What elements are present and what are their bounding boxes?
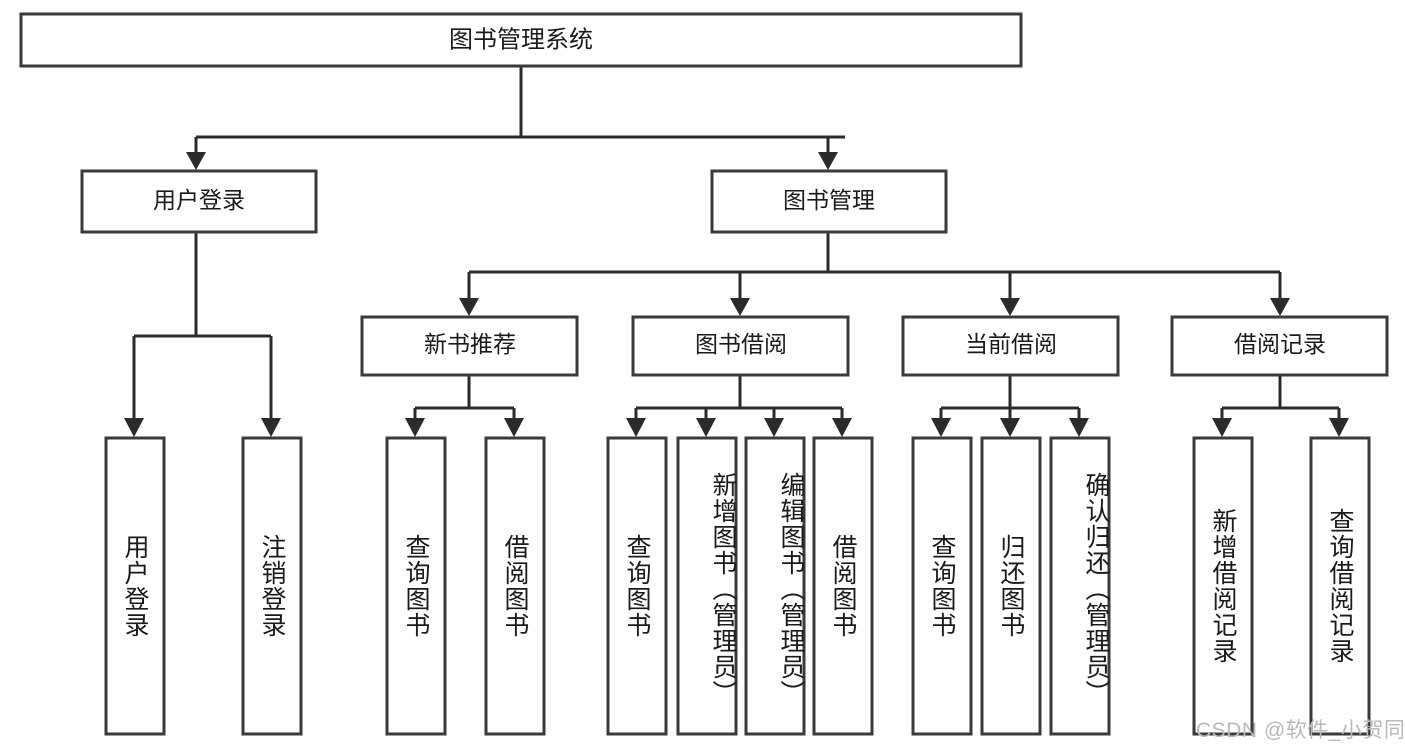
arrowhead-current-borrow	[1000, 298, 1020, 316]
node-new-book-recommend[interactable]: 新书推荐	[360, 315, 579, 377]
arrowhead-leaf-query-book-3	[931, 418, 951, 437]
csdn-watermark: CSDN @软件_小贺同学	[1196, 719, 1405, 742]
arrowhead-leaf-return-book	[1000, 418, 1020, 437]
node-current-borrow-label: 当前借阅	[965, 331, 1057, 357]
node-layer: 图书管理系统 用户登录 图书管理 新书推荐 图书借阅 当前	[19, 12, 1389, 736]
arrowhead-leaf-borrow-book-1	[504, 418, 524, 437]
node-borrow-record-rect[interactable]	[1170, 315, 1389, 377]
node-book-borrow[interactable]: 图书借阅	[631, 315, 850, 377]
arrowhead-leaf-user-login	[124, 418, 144, 437]
node-leaf-confirm-return-rect[interactable]	[1049, 436, 1111, 736]
arrowhead-book-management	[818, 152, 838, 170]
node-borrow-record-label: 借阅记录	[1234, 331, 1326, 357]
node-current-borrow-rect[interactable]	[901, 315, 1120, 377]
arrowhead-book-borrow	[730, 298, 750, 316]
node-user-login-rect[interactable]	[80, 169, 318, 234]
node-book-borrow-label: 图书借阅	[695, 331, 787, 357]
arrowhead-borrow-record	[1270, 298, 1290, 316]
arrowhead-user-login	[186, 152, 206, 170]
node-book-management[interactable]: 图书管理	[710, 169, 948, 234]
node-leaf-return-book-rect[interactable]	[980, 436, 1042, 736]
node-root-rect[interactable]	[19, 12, 1023, 68]
node-root[interactable]: 图书管理系统	[19, 12, 1023, 68]
node-borrow-record[interactable]: 借阅记录	[1170, 315, 1389, 377]
node-leaf-add-record-rect[interactable]	[1192, 436, 1254, 736]
node-user-login[interactable]: 用户登录	[80, 169, 318, 234]
node-user-login-label: 用户登录	[153, 187, 245, 213]
node-current-borrow[interactable]: 当前借阅	[901, 315, 1120, 377]
node-leaf-query-book-3-rect[interactable]	[911, 436, 973, 736]
node-new-book-recommend-label: 新书推荐	[424, 331, 516, 357]
node-book-borrow-rect[interactable]	[631, 315, 850, 377]
arrowhead-leaf-edit-book	[764, 418, 784, 437]
arrowhead-leaf-add-record	[1212, 418, 1232, 437]
node-book-management-rect[interactable]	[710, 169, 948, 234]
node-leaf-query-record-rect[interactable]	[1309, 436, 1371, 736]
arrowhead-leaf-query-book-2	[626, 418, 646, 437]
node-leaf-edit-book-rect[interactable]	[744, 436, 806, 736]
arrowhead-new-book-recommend	[459, 298, 479, 316]
node-leaf-borrow-book-2-rect[interactable]	[812, 436, 874, 736]
node-leaf-query-book-1-rect[interactable]	[385, 436, 447, 736]
node-book-management-label: 图书管理	[783, 187, 875, 213]
arrowhead-leaf-user-logout	[261, 418, 281, 437]
node-leaf-user-login-rect[interactable]	[104, 436, 166, 736]
node-new-book-recommend-rect[interactable]	[360, 315, 579, 377]
arrowhead-leaf-confirm-return	[1069, 418, 1089, 437]
node-leaf-borrow-book-1-rect[interactable]	[484, 436, 546, 736]
arrowhead-leaf-query-book-1	[405, 418, 425, 437]
node-leaf-user-logout-rect[interactable]	[241, 436, 303, 736]
node-root-label: 图书管理系统	[449, 26, 593, 53]
arrowhead-leaf-borrow-book-2	[832, 418, 852, 437]
node-leaf-query-book-2-rect[interactable]	[606, 436, 668, 736]
arrowhead-leaf-query-record	[1329, 418, 1349, 437]
arrowhead-leaf-add-book	[696, 418, 716, 437]
node-leaf-add-book-rect[interactable]	[676, 436, 738, 736]
connector-layer	[124, 66, 1349, 437]
